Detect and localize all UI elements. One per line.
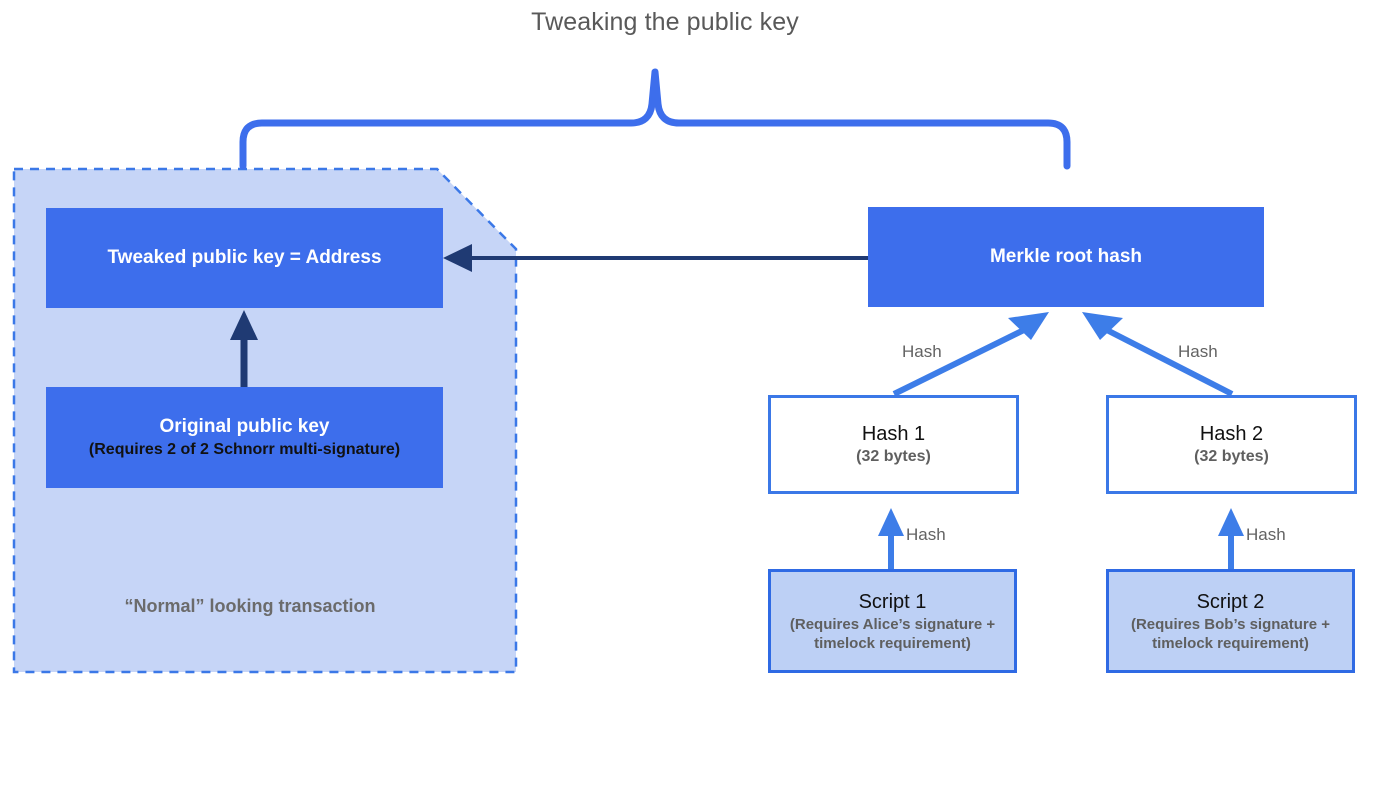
node-title: Original public key xyxy=(159,416,330,437)
node-subtitle: (Requires Bob’s signature + timelock req… xyxy=(1130,615,1331,652)
brace-curve xyxy=(239,68,1071,170)
node-subtitle: (Requires Alice’s signature + timelock r… xyxy=(789,615,996,652)
node-original-public-key[interactable]: Original public key (Requires 2 of 2 Sch… xyxy=(46,387,443,488)
node-hash-1[interactable]: Hash 1 (32 bytes) xyxy=(768,395,1019,494)
page-title: Tweaking the public key xyxy=(531,8,799,36)
arrow-script1-to-hash1 xyxy=(878,508,904,569)
node-subtitle: (32 bytes) xyxy=(1194,448,1269,465)
arrow-merkle-to-tweaked xyxy=(443,244,868,272)
node-subtitle: (32 bytes) xyxy=(856,448,931,465)
node-script-1[interactable]: Script 1 (Requires Alice’s signature + t… xyxy=(768,569,1017,673)
edge-label-hash-right: Hash xyxy=(1178,342,1218,361)
node-title: Script 1 xyxy=(858,590,927,613)
arrow-script2-to-hash2 xyxy=(1218,508,1244,569)
transaction-panel-caption: “Normal” looking transaction xyxy=(124,596,376,616)
node-title: Merkle root hash xyxy=(989,246,1143,267)
node-title: Hash 2 xyxy=(1199,423,1264,445)
edge-label-hash-script-2: Hash xyxy=(1246,525,1286,544)
node-script-2[interactable]: Script 2 (Requires Bob’s signature + tim… xyxy=(1106,569,1355,673)
edge-label-hash-left: Hash xyxy=(902,342,942,361)
edge-label-hash-script-1: Hash xyxy=(906,525,946,544)
node-title: Tweaked public key = Address xyxy=(107,247,382,268)
node-merkle-root-hash[interactable]: Merkle root hash xyxy=(868,207,1264,307)
node-subtitle: (Requires 2 of 2 Schnorr multi-signature… xyxy=(88,441,401,458)
arrow-original-to-tweaked xyxy=(230,310,258,387)
node-tweaked-public-key[interactable]: Tweaked public key = Address xyxy=(46,208,443,308)
node-title: Hash 1 xyxy=(861,423,926,445)
node-hash-2[interactable]: Hash 2 (32 bytes) xyxy=(1106,395,1357,494)
node-title: Script 2 xyxy=(1196,590,1265,613)
